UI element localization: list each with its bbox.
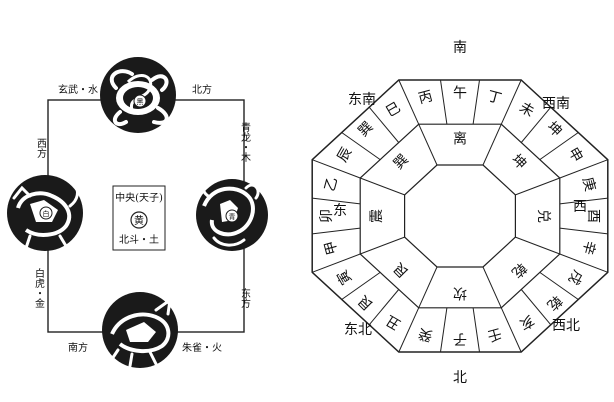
center-line1: 中央(天子) <box>115 191 163 204</box>
direction-south: 南 <box>453 40 467 56</box>
medallion-baihu: 白 <box>7 175 83 251</box>
outer-sector-divider <box>368 106 400 143</box>
label-zhuque: 朱雀・火 <box>182 342 222 354</box>
label-qinglong: 青龙・木 <box>239 121 251 163</box>
outer-sector-divider <box>559 159 608 179</box>
outer-ring-label: 辰 <box>334 145 355 165</box>
outer-ring-label: 酉 <box>585 209 601 223</box>
medallion-zhuque <box>102 292 178 368</box>
outer-ring-label: 午 <box>453 86 467 102</box>
label-east: 东方 <box>239 287 251 309</box>
outer-sector-divider <box>539 132 579 161</box>
sector-dividers <box>312 79 608 353</box>
outer-ring-label: 庚 <box>579 176 598 194</box>
outer-sector-divider <box>312 227 361 235</box>
label-west: 西方 <box>35 138 47 159</box>
center-line2: 北斗・土 <box>119 233 159 246</box>
outer-sector-divider <box>559 253 608 273</box>
outer-ring-label: 申 <box>565 145 586 165</box>
inner-ring-label: 兑 <box>535 209 551 223</box>
outer-ring-label: 壬 <box>486 325 504 344</box>
inner-sector-divider <box>482 123 502 166</box>
label-baihu: 白虎・金 <box>33 267 45 308</box>
outer-sector-divider <box>500 79 522 125</box>
inner-sector-divider <box>482 266 502 309</box>
medallion-xuanwu: 黑 <box>100 57 176 133</box>
outer-ring-label: 巳 <box>383 100 403 121</box>
outer-sector-divider <box>559 197 608 205</box>
direction-north: 北 <box>453 370 467 386</box>
outer-ring-label: 乙 <box>322 176 341 194</box>
outer-sector-divider <box>312 253 361 273</box>
outer-ring-label: 亥 <box>516 312 536 333</box>
outer-sector-divider <box>539 271 579 300</box>
outer-sector-divider <box>472 307 480 353</box>
outer-sector-divider <box>312 197 361 205</box>
direction-southeast: 东南 <box>348 92 376 108</box>
outer-sector-divider <box>472 79 480 125</box>
outer-ring-label: 子 <box>453 330 467 346</box>
inner-sector-divider <box>418 123 438 166</box>
inner-sector-divider <box>515 236 560 255</box>
center-box <box>112 185 166 251</box>
outer-sector-divider <box>341 132 381 161</box>
medallion-qinglong: 青 <box>196 179 268 251</box>
center-seal-ring <box>130 211 148 229</box>
outer-sector-divider <box>398 79 420 125</box>
inner-sector-divider <box>418 266 438 309</box>
direction-west: 西 <box>573 199 587 215</box>
label-north: 北方 <box>192 83 212 96</box>
outer-sector-divider <box>398 307 420 353</box>
outer-sector-divider <box>559 227 608 235</box>
four-symbols-diagram: 中央(天子) 黄 北斗・土 玄武・水 北方 青龙・木 东方 西方 白虎・金 南方… <box>7 57 268 368</box>
outer-ring-label: 辛 <box>579 239 598 257</box>
inner-sector-divider <box>360 177 405 196</box>
direction-southwest: 西南 <box>542 96 570 112</box>
direction-east: 东 <box>333 203 347 219</box>
outer-ring-label: 癸 <box>417 325 435 344</box>
outer-ring-label: 未 <box>516 100 536 121</box>
outer-ring-label: 卯 <box>319 209 335 223</box>
outer-sector-divider <box>440 79 448 125</box>
outer-ring-label: 戌 <box>565 267 586 287</box>
vermilion-bird-icon <box>108 296 172 368</box>
inner-ring-label: 离 <box>453 131 467 148</box>
outer-sector-divider <box>368 289 400 326</box>
outer-sector-divider <box>520 106 552 143</box>
outer-sector-divider <box>520 289 552 326</box>
outer-ring-label: 丙 <box>417 88 435 107</box>
outer-sector-divider <box>440 307 448 353</box>
outer-ring-label: 丁 <box>486 88 504 107</box>
seal-qinglong: 青 <box>229 212 236 221</box>
outer-sector-divider <box>341 271 381 300</box>
seal-baihu: 白 <box>43 209 50 218</box>
center-seal: 黄 <box>134 214 144 227</box>
outer-sector-divider <box>312 159 361 179</box>
outer-ring-label: 甲 <box>322 239 341 257</box>
inner-ring-label: 震 <box>369 209 385 223</box>
inner-sector-divider <box>515 177 560 196</box>
bagua-compass-diagram: 丙午丁未坤申庚酉辛戌乾亥壬子癸丑艮寅甲卯乙辰巽巳 离坤兑乾坎艮震巽 南 西南 西… <box>311 40 609 386</box>
direction-northeast: 东北 <box>344 322 372 338</box>
inner-ring-label: 坎 <box>453 284 467 300</box>
outer-ring-label: 丑 <box>383 312 403 333</box>
label-xuanwu: 玄武・水 <box>58 83 98 96</box>
outer-sector-divider <box>500 307 522 353</box>
seal-xuanwu: 黑 <box>137 98 144 106</box>
direction-northwest: 西北 <box>552 318 580 334</box>
inner-octagon <box>404 164 517 268</box>
inner-sector-divider <box>360 236 405 255</box>
label-south: 南方 <box>68 341 88 354</box>
